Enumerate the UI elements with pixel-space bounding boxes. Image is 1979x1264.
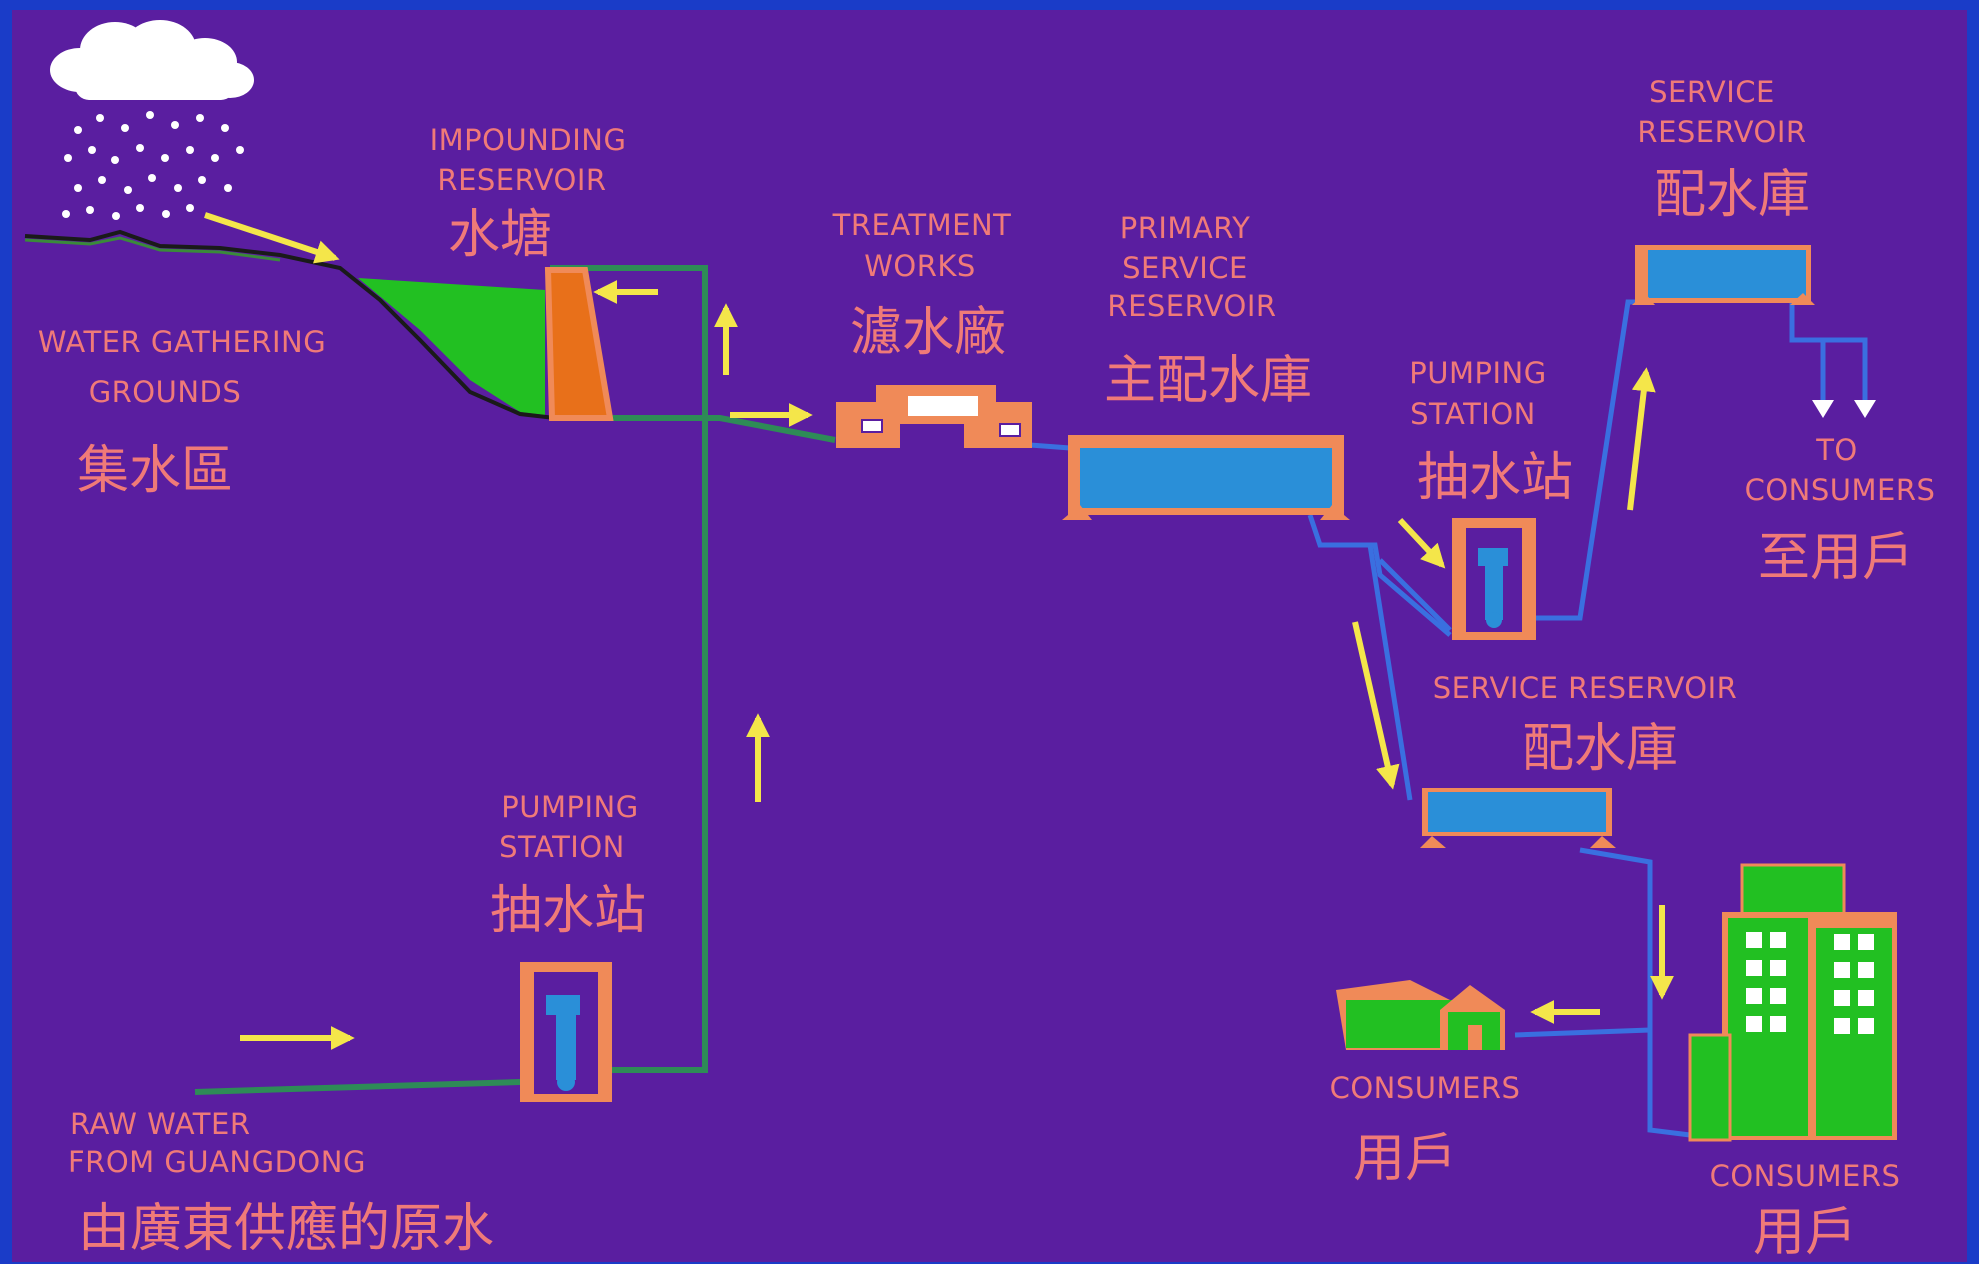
label-impounding-en1: IMPOUNDING [430, 123, 627, 157]
label-pumping-lower-en2: STATION [499, 830, 625, 864]
pump-icon [1478, 548, 1508, 628]
label-pumping-lower-zh: 抽水站 [490, 881, 646, 941]
label-service-top-en1: SERVICE [1649, 75, 1775, 109]
label-raw-water-en1: RAW WATER [70, 1107, 250, 1141]
label-water-gathering-en1: WATER GATHERING [38, 325, 326, 359]
label-treatment-works: TREATMENT WORKS 濾水廠 [832, 208, 1012, 363]
label-service-reservoir-mid: SERVICE RESERVOIR 配水庫 [1433, 671, 1738, 779]
label-primary-service-reservoir: PRIMARY SERVICE RESERVOIR 主配水庫 [1104, 211, 1312, 411]
label-to-consumers: TO CONSUMERS 至用戶 [1745, 433, 1936, 588]
label-treatment-en2: WORKS [864, 249, 976, 283]
label-to-consumers-en1: TO [1815, 433, 1858, 467]
label-pumping-upper-zh: 抽水站 [1417, 448, 1573, 508]
label-water-gathering-grounds: WATER GATHERING GROUNDS 集水區 [38, 325, 326, 501]
label-pumping-lower-en1: PUMPING [501, 790, 638, 824]
label-pumping-upper-en2: STATION [1410, 397, 1536, 431]
label-pumping-upper-en1: PUMPING [1409, 356, 1546, 390]
label-consumers-building-en1: CONSUMERS [1710, 1159, 1901, 1193]
label-pumping-station-lower: PUMPING STATION 抽水站 [490, 790, 646, 941]
label-water-gathering-zh: 集水區 [77, 441, 233, 501]
raw-water-pipes [194, 265, 836, 1095]
label-consumers-house-zh: 用戶 [1353, 1129, 1457, 1189]
label-impounding-en2: RESERVOIR [437, 163, 606, 197]
label-consumers-house-en1: CONSUMERS [1330, 1071, 1521, 1105]
label-impounding-zh: 水塘 [448, 205, 552, 265]
service-reservoir-mid-tank [1420, 788, 1616, 848]
impounding-dam [544, 267, 614, 421]
pump-icon [546, 995, 580, 1091]
office-building-icon [1688, 863, 1897, 1142]
label-impounding-reservoir: IMPOUNDING RESERVOIR 水塘 [430, 123, 627, 265]
label-service-top-zh: 配水庫 [1654, 165, 1810, 225]
label-raw-water-en2: FROM GUANGDONG [68, 1145, 366, 1179]
label-consumers-building: CONSUMERS 用戶 [1710, 1159, 1901, 1263]
label-treatment-en1: TREATMENT [832, 208, 1012, 242]
rain-cloud-icon [50, 20, 254, 220]
label-service-mid-en1: SERVICE RESERVOIR [1433, 671, 1738, 705]
label-to-consumers-en2: CONSUMERS [1745, 473, 1936, 507]
upper-pumping-station-icon [1452, 518, 1536, 640]
label-primary-zh: 主配水庫 [1104, 351, 1312, 411]
label-primary-en2: SERVICE [1122, 251, 1248, 285]
to-consumers-arrows [1812, 400, 1876, 418]
service-reservoir-top-tank [1632, 245, 1815, 305]
lower-pumping-station-icon [520, 962, 612, 1102]
label-consumers-building-zh: 用戶 [1753, 1203, 1857, 1263]
house-icon [1336, 980, 1505, 1050]
water-gathering-grounds-terrain [24, 229, 556, 420]
label-water-gathering-en2: GROUNDS [89, 375, 242, 409]
label-service-top-en2: RESERVOIR [1637, 115, 1806, 149]
label-primary-en1: PRIMARY [1120, 211, 1251, 245]
label-service-mid-zh: 配水庫 [1522, 719, 1678, 779]
label-pumping-station-upper: PUMPING STATION 抽水站 [1409, 356, 1573, 508]
label-raw-water: RAW WATER FROM GUANGDONG 由廣東供應的原水 [68, 1107, 494, 1259]
label-raw-water-zh: 由廣東供應的原水 [78, 1199, 494, 1259]
label-treatment-zh: 濾水廠 [850, 303, 1006, 363]
primary-service-reservoir-tank [1062, 435, 1350, 520]
label-to-consumers-zh: 至用戶 [1758, 528, 1914, 588]
diagram-background [12, 10, 1967, 1262]
treatment-works-icon [836, 385, 1032, 448]
flow-arrows [204, 212, 1674, 1050]
label-service-reservoir-top: SERVICE RESERVOIR 配水庫 [1637, 75, 1810, 225]
label-primary-en3: RESERVOIR [1107, 289, 1276, 323]
label-consumers-house: CONSUMERS 用戶 [1330, 1071, 1521, 1189]
